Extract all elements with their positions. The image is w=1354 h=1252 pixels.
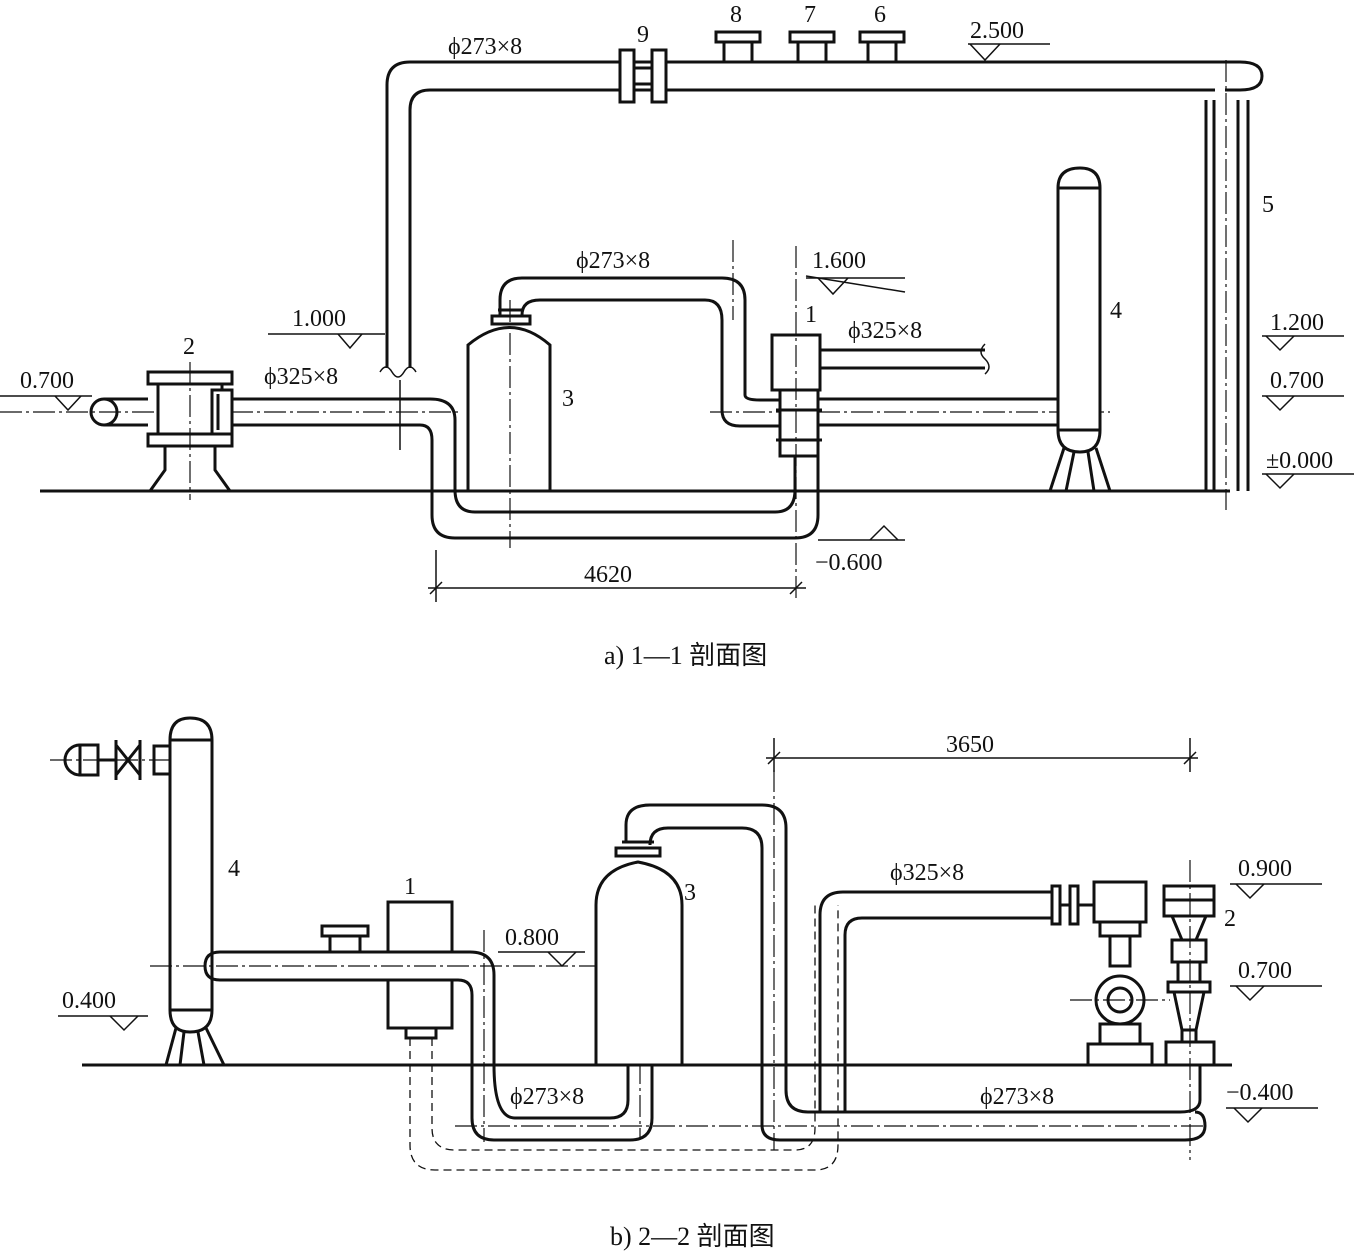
pipe-size-bottom-right: ϕ273×8 [980,1084,1054,1110]
svg-text:1.000: 1.000 [292,306,346,332]
svg-text:0.700: 0.700 [20,368,74,394]
pipe-size-loop-left: ϕ273×8 [510,1084,584,1110]
section-a: 2.500 1.600 1.000 0.700 1.200 0.700 [0,2,1354,670]
inlet-pipe-a [0,380,820,540]
elevation-0800: 0.800 [498,925,585,968]
vessel-4-b [164,716,226,1066]
svg-text:−0.400: −0.400 [1226,1080,1294,1106]
caption-section-a: a) 1—1 剖面图 [604,641,767,670]
section-b: 0.900 0.800 0.700 0.400 −0.400 ϕ325×8 ϕ2… [50,716,1322,1251]
item-label-4-b: 4 [228,856,240,882]
item-label-9: 9 [637,22,649,48]
elevation-1200: 1.200 [1262,310,1344,352]
elevation-0700: 0.700 [1230,958,1322,1002]
vessel-4 [1048,166,1112,492]
column-5 [1204,60,1250,510]
pump-2-b [1070,860,1216,1160]
svg-text:3650: 3650 [946,732,994,758]
item-label-4: 4 [1110,298,1122,324]
nozzle-6 [858,30,906,64]
item-label-1-b: 1 [404,874,416,900]
item-label-6: 6 [874,2,886,28]
elevation-minus-0600: −0.600 [815,524,905,576]
dimension-3650: 3650 [766,732,1198,772]
pipe-size-top-right: ϕ325×8 [890,860,964,886]
elevation-0000: ±0.000 [1262,448,1354,490]
pipe-to-pump-2 [818,884,1080,1112]
elevation-0700-left: 0.700 [0,368,92,412]
caption-section-b: b) 2—2 剖面图 [610,1222,775,1251]
item-label-2: 2 [183,334,195,360]
top-main-pipe [379,60,1264,378]
flange-9 [618,48,668,104]
upper-loop-pipe [498,240,780,428]
item-label-7: 7 [804,2,816,28]
item-label-3: 3 [562,386,574,412]
pipe-break-symbol [379,366,417,378]
branch-pipe [820,343,990,375]
nozzle-7 [788,30,836,64]
dimension-4620: 4620 [428,550,806,602]
unit-1-b [386,900,839,1171]
svg-text:2.500: 2.500 [970,18,1024,44]
valve-assembly [50,740,175,780]
svg-text:4620: 4620 [584,562,632,588]
elevation-2500: 2.500 [968,18,1050,62]
svg-text:0.800: 0.800 [505,925,559,951]
item-label-3-b: 3 [684,880,696,906]
item-label-1: 1 [805,302,817,328]
pipe-size-inlet: ϕ325×8 [264,364,338,390]
nozzle-b [320,924,370,954]
elevation-1600: 1.600 [805,248,906,296]
elevation-minus-0400: −0.400 [1226,1080,1318,1124]
svg-text:−0.600: −0.600 [815,550,883,576]
svg-text:1.600: 1.600 [812,248,866,274]
pipe-size-upper-loop: ϕ273×8 [576,248,650,274]
item-label-8: 8 [730,2,742,28]
svg-text:0.700: 0.700 [1238,958,1292,984]
elevation-0700-right: 0.700 [1262,368,1344,412]
elevation-1000: 1.000 [268,306,385,350]
svg-text:±0.000: ±0.000 [1266,448,1333,474]
elevation-0900: 0.900 [1230,856,1322,900]
elevation-0400: 0.400 [58,988,148,1032]
nozzle-8 [714,30,762,64]
pipe-size-branch: ϕ325×8 [848,318,922,344]
item-label-2-b: 2 [1224,906,1236,932]
svg-text:1.200: 1.200 [1270,310,1324,336]
pipe-size-top-main: ϕ273×8 [448,34,522,60]
unit-1 [770,246,822,602]
item-label-5: 5 [1262,192,1274,218]
svg-text:0.700: 0.700 [1270,368,1324,394]
pump-2 [146,362,234,500]
svg-text:0.400: 0.400 [62,988,116,1014]
vessel-3 [466,300,552,548]
svg-text:0.900: 0.900 [1238,856,1292,882]
vessel-3-b [594,840,684,1067]
